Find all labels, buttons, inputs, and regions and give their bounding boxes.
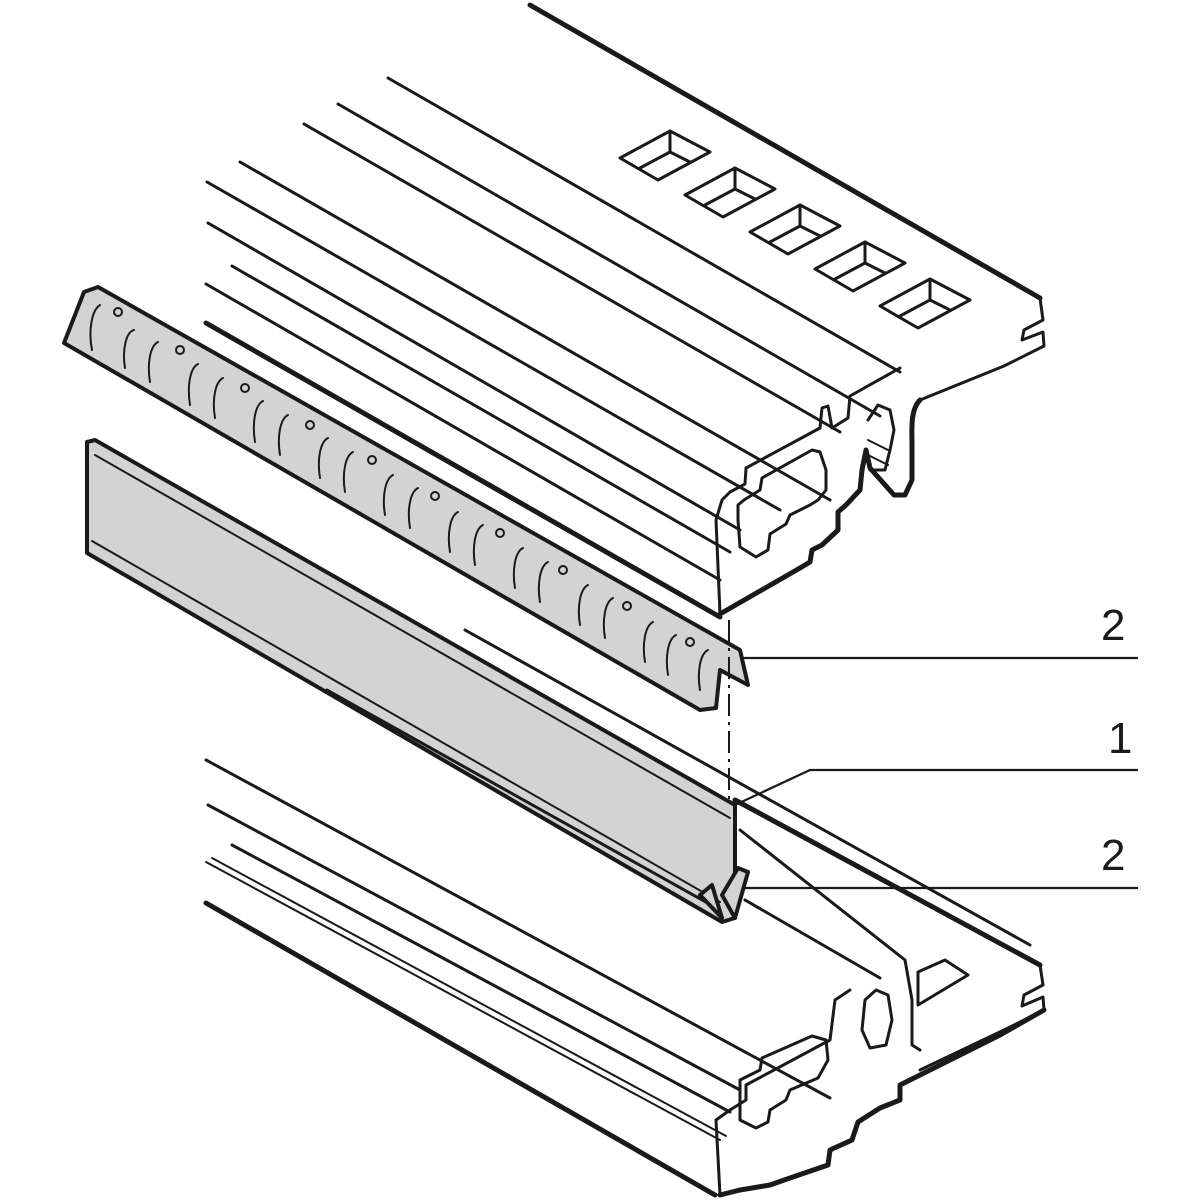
callout-leaders <box>728 620 1138 890</box>
slot <box>683 166 777 219</box>
slot <box>618 129 712 182</box>
slot <box>878 277 972 330</box>
bottom-rail <box>203 758 1047 1198</box>
callout-label-2-top: 2 <box>1101 601 1126 650</box>
callout-label-2-bottom: 2 <box>1101 831 1126 880</box>
top-rail <box>203 2 1046 620</box>
slot <box>748 203 842 256</box>
clip-holes <box>113 307 695 647</box>
upper-clip-strip <box>62 285 750 712</box>
top-rail-slots <box>618 129 972 330</box>
clip-teeth <box>89 304 709 691</box>
divider-plate <box>85 438 750 924</box>
slot <box>813 240 907 293</box>
guide-line <box>463 628 1032 947</box>
callout-label-1: 1 <box>1108 714 1133 763</box>
